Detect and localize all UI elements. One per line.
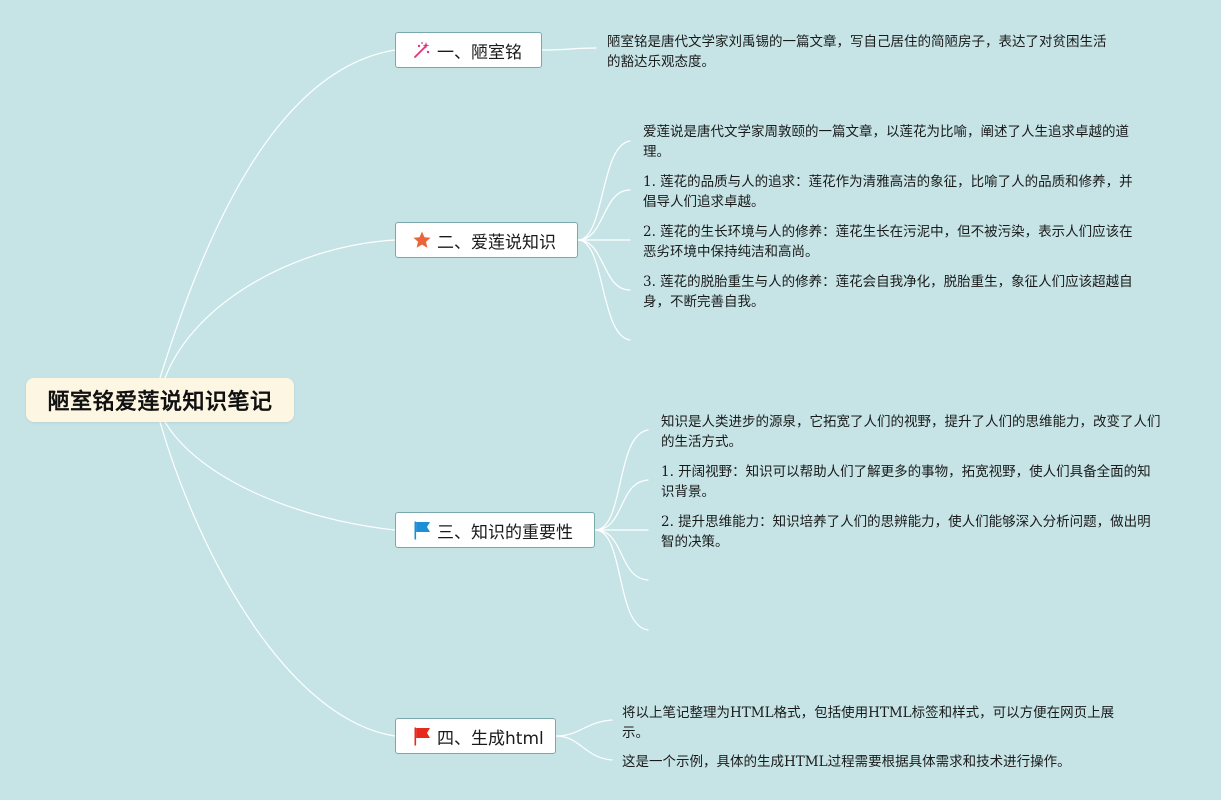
topic-3-label: 三、知识的重要性 — [437, 522, 573, 543]
blue-flag-icon — [412, 520, 432, 540]
connector-topic2-note1 — [577, 140, 631, 241]
note-2-1: 爱莲说是唐代文学家周敦颐的一篇文章，以莲花为比喻，阐述了人生追求卓越的道理。 — [643, 124, 1129, 160]
topic-2-label: 二、爱莲说知识 — [437, 232, 556, 253]
connector-topic4-note1 — [555, 719, 613, 737]
note-2-3: 2. 莲花的生长环境与人的修养：莲花生长在污泥中，但不被污染，表示人们应该在恶劣… — [643, 224, 1133, 260]
connector-topic1-note — [541, 47, 597, 51]
connector-topic3-note5 — [594, 529, 649, 631]
topic-2[interactable]: 二、爱莲说知识 — [395, 222, 578, 258]
note-4-1: 将以上笔记整理为HTML格式，包括使用HTML标签和样式，可以方便在网页上展示。 — [622, 705, 1115, 741]
root-topic-title: 陋室铭爱莲说知识笔记 — [47, 390, 273, 415]
connector-topic3-note1 — [594, 429, 649, 531]
sparkle-icon — [412, 40, 432, 60]
note-3-2: 1. 开阔视野：知识可以帮助人们了解更多的事物，拓宽视野，使人们具备全面的知识背… — [661, 464, 1151, 500]
connector-topic3-note2 — [594, 479, 649, 531]
topic-4-label: 四、生成html — [437, 728, 544, 749]
connector-root-topic1 — [159, 49, 396, 379]
connector-root-topic3 — [164, 421, 396, 531]
connector-topic3-note4 — [594, 529, 649, 581]
connector-root-topic4 — [159, 421, 396, 737]
note-3-3: 2. 提升思维能力：知识培养了人们的思辨能力，使人们能够深入分析问题，做出明智的… — [661, 514, 1151, 550]
connector-topic2-note4 — [577, 239, 631, 291]
note-3-1: 知识是人类进步的源泉，它拓宽了人们的视野，提升了人们的思维能力，改变了人们的生活… — [661, 414, 1161, 450]
root-topic[interactable]: 陋室铭爱莲说知识笔记 — [26, 378, 294, 422]
connector-topic2-note5 — [577, 239, 631, 341]
topic-3[interactable]: 三、知识的重要性 — [395, 512, 595, 548]
topic-1[interactable]: 一、陋室铭 — [395, 32, 542, 68]
connector-topic2-note2 — [577, 189, 631, 241]
note-2-2: 1. 莲花的品质与人的追求：莲花作为清雅高洁的象征，比喻了人的品质和修养，并倡导… — [643, 174, 1133, 210]
note-1-1: 陋室铭是唐代文学家刘禹锡的一篇文章，写自己居住的简陋房子，表达了对贫困生活的豁达… — [607, 34, 1107, 70]
star-icon — [412, 230, 432, 250]
red-flag-icon — [412, 726, 432, 746]
connector-root-topic2 — [164, 239, 396, 379]
topic-1-label: 一、陋室铭 — [437, 42, 522, 63]
connector-topic4-note2 — [555, 735, 613, 761]
topic-4[interactable]: 四、生成html — [395, 718, 556, 754]
note-2-4: 3. 莲花的脱胎重生与人的修养：莲花会自我净化，脱胎重生，象征人们应该超越自身，… — [643, 274, 1133, 310]
note-4-2: 这是一个示例，具体的生成HTML过程需要根据具体需求和技术进行操作。 — [622, 754, 1071, 770]
